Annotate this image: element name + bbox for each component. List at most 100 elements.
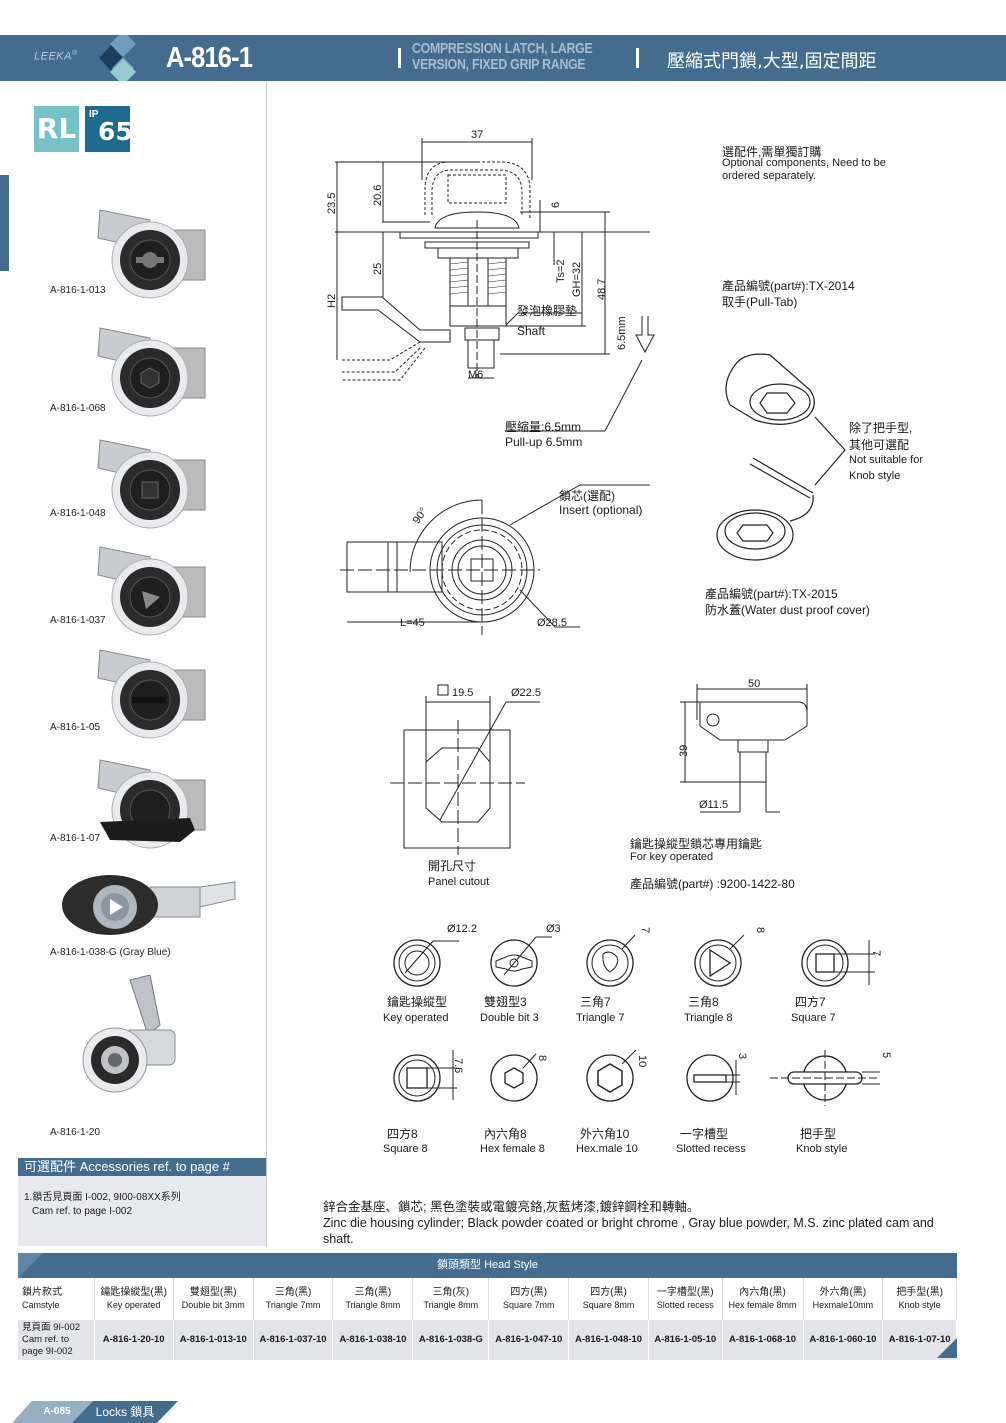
head-style-icon	[490, 936, 552, 987]
table-title-text: 鎖頭類型 Head Style	[437, 1259, 538, 1271]
table-part-number: A-816-1-038-G	[412, 1320, 490, 1360]
head-style-dimension: 8	[536, 1055, 548, 1062]
top-view-drawing	[340, 484, 650, 635]
ip65-badge: IP 65	[85, 106, 133, 152]
side-view-drawing	[335, 138, 655, 381]
table-column-header: 三角(灰)Triangle 8mm	[412, 1278, 490, 1320]
product-photo	[70, 640, 230, 745]
table-part-number: A-816-1-047-10	[488, 1320, 570, 1360]
material-zh: 鋅合金基座、鎖芯; 黑色塗裝或電鍍亮鉻,灰藍烤漆,鍍鋅鋼栓和轉軸。	[323, 1200, 700, 1214]
table-part-number: A-816-1-038-10	[332, 1320, 414, 1360]
head-style-name-zh: 內六角8	[484, 1127, 527, 1141]
table-column-header: 鑰匙操縱型(黑)Key operated	[94, 1278, 174, 1320]
key-zh: 鑰匙操縱型鎖芯專用鑰匙	[630, 837, 763, 851]
head-style-icon	[490, 1053, 538, 1102]
column-zh: 四方(黑)	[510, 1287, 548, 1298]
table-column-header: 把手型(黑) Knob style	[882, 1278, 957, 1320]
head-style-dimension: Ø3	[546, 923, 561, 935]
head-style-name-en: Knob style	[796, 1143, 848, 1155]
dim-key-width: 50	[748, 678, 761, 690]
head-style-dimension: 10	[636, 1055, 648, 1068]
brand-name: LEEKA®	[34, 50, 78, 63]
side-tab	[0, 175, 9, 271]
column-zh: 四方(黑)	[590, 1287, 627, 1298]
dim-6: 6	[550, 201, 562, 208]
pulltab-name: 取手(Pull-Tab)	[722, 295, 798, 309]
column-zh: 把手型(黑)	[896, 1287, 943, 1298]
cutout-zh: 開孔尺寸	[428, 859, 477, 873]
head-style-dimension: Ø12.2	[447, 923, 477, 935]
head-style-icon	[393, 939, 459, 987]
dim-m6: M6	[468, 369, 484, 381]
head-style-icon	[586, 1049, 637, 1102]
dim-20-6: 20.6	[372, 184, 384, 206]
product-label: A-816-1-038-G (Gray Blue)	[50, 947, 171, 958]
product-label: A-816-1-07	[50, 833, 101, 844]
head-style-name-en: Triangle 8	[684, 1012, 733, 1024]
table-part-number: A-816-1-037-10	[253, 1320, 334, 1360]
optional-en-1: Optional components, Need to be	[722, 157, 886, 169]
column-en: Hexmale10mm	[812, 1300, 874, 1310]
product-label: A-816-1-037	[50, 615, 106, 626]
head-style-name-en: Hex.male 10	[576, 1143, 638, 1155]
dim-key-dia: Ø11.5	[699, 799, 729, 811]
dim-cutout-square: 19.5	[452, 687, 474, 699]
column-divider	[266, 82, 267, 1247]
head-style-dimension: 7	[870, 950, 882, 957]
title-english-line2: VERSION, FIXED GRIP RANGE	[412, 56, 586, 73]
head-style-icon	[801, 939, 875, 987]
pullup-en: Pull-up 6.5mm	[505, 435, 583, 449]
cover-part: 產品編號(part#):TX-2015	[705, 587, 838, 601]
square-symbol-icon	[437, 684, 449, 696]
column-en: Triangle 8mm	[423, 1300, 479, 1310]
ref-en2: page 9I-002	[22, 1346, 73, 1357]
head-style-name-en: Key operated	[383, 1012, 449, 1024]
dim-key-height: 39	[678, 744, 690, 757]
optional-zh: 選配件,需單獨訂購	[722, 145, 822, 159]
column-zh: 內六角(黑)	[739, 1287, 786, 1298]
ref-zh: 見頁面 9I-002	[22, 1322, 81, 1333]
corner-decoration	[18, 1253, 43, 1278]
shaft-label: Shaft	[517, 324, 546, 338]
product-photo	[70, 200, 230, 305]
dim-25: 25	[372, 262, 384, 275]
material-description: 鋅合金基座、鎖芯; 黑色塗裝或電鍍亮鉻,灰藍烤漆,鍍鋅鋼栓和轉軸。 Zinc d…	[323, 1199, 963, 1247]
table-column-header: 內六角(黑)Hex female 8mm	[722, 1278, 804, 1320]
row-label-en: Camstyle	[22, 1300, 60, 1310]
table-column-header: 一字槽型(黑)Slotted recess	[648, 1278, 723, 1320]
head-style-name-en: Double bit 3	[480, 1012, 539, 1024]
table-part-number: A-816-1-060-10	[803, 1320, 884, 1360]
dim-48-7: 48.7	[596, 278, 608, 300]
head-style-name-zh: 三角7	[580, 995, 611, 1009]
cover-name: 防水蓋(Water dust proof cover)	[705, 603, 870, 617]
product-label: A-816-1-20	[50, 1127, 101, 1138]
product-label: A-816-1-013	[50, 285, 106, 296]
insert-zh: 鎖芯(選配)	[559, 489, 615, 503]
rl-badge: RL	[34, 106, 79, 152]
table-column-header: 四方(黑)Square 8mm	[568, 1278, 649, 1320]
column-zh: 鑰匙操縱型(黑)	[100, 1287, 167, 1298]
pullup-zh: 壓縮量:6.5mm	[505, 420, 582, 434]
brand-registered-mark: ®	[71, 50, 78, 57]
column-zh: 三角(黑)	[354, 1287, 392, 1298]
head-style-name-en: Square 7	[791, 1012, 836, 1024]
table-column-header: 三角(黑)Triangle 7mm	[253, 1278, 334, 1320]
column-en: Slotted recess	[656, 1300, 714, 1310]
head-style-name-zh: 一字槽型	[680, 1127, 729, 1141]
column-en: Knob style	[898, 1300, 941, 1310]
product-photo	[70, 318, 230, 423]
table-corner-decoration	[937, 1338, 957, 1358]
dim-pullup: 6.5mm	[616, 316, 628, 350]
dim-37: 37	[471, 129, 484, 141]
dim-23-5: 23.5	[326, 192, 338, 214]
head-style-name-zh: 三角8	[688, 995, 719, 1009]
head-style-name-en: Square 8	[383, 1143, 428, 1155]
column-zh: 雙翅型(黑)	[189, 1287, 237, 1298]
note-zh-2: 其他可選配	[849, 438, 910, 452]
accessories-heading: 可選配件 Accessories ref. to page #	[18, 1158, 266, 1176]
panel-cutout-drawing	[390, 696, 540, 855]
note-zh-1: 除了把手型,	[849, 421, 913, 435]
column-en: Triangle 8mm	[345, 1300, 401, 1310]
dim-gh: GH=32	[571, 261, 583, 297]
